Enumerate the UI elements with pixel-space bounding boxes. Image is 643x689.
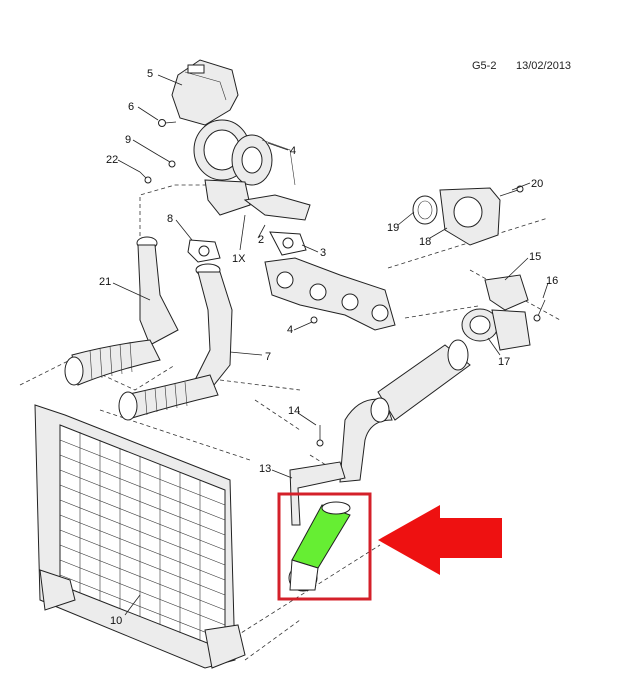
diagram-code: G5-2 (472, 60, 497, 72)
callout-18: 18 (419, 236, 431, 248)
callout-8: 8 (167, 213, 173, 225)
callout-5: 5 (147, 68, 153, 80)
charge-air-pipe (339, 339, 471, 483)
callout-labels: 5 6 9 22 4 8 2 1X 3 20 19 18 21 15 16 4 … (99, 68, 558, 627)
callout-19: 19 (387, 222, 399, 234)
callout-4b: 4 (287, 324, 293, 336)
diagram-date: 13/02/2013 (516, 60, 572, 72)
callout-22: 22 (106, 154, 118, 166)
pointer-arrow (378, 505, 502, 575)
callout-9: 9 (125, 134, 131, 146)
highlight-box (277, 492, 372, 601)
stud-bolts (139, 154, 176, 184)
bolt-part (310, 316, 318, 324)
callout-6: 6 (128, 101, 134, 113)
callout-14: 14 (288, 405, 300, 417)
gaskets (187, 231, 307, 263)
callout-15: 15 (529, 251, 541, 263)
intake-pipe-21 (64, 236, 179, 386)
callout-3: 3 (320, 247, 326, 259)
callout-10: 10 (110, 615, 122, 627)
leader-lines (112, 74, 549, 616)
bolt-part (158, 119, 177, 127)
bracket-13 (289, 425, 346, 526)
intercooler-part (34, 404, 246, 669)
callout-1x: 1X (232, 253, 246, 265)
callout-17: 17 (498, 356, 510, 368)
callout-21: 21 (99, 276, 111, 288)
exhaust-manifold-part (264, 257, 396, 331)
heat-shield-part (171, 59, 239, 126)
turbocharger-part (193, 119, 311, 221)
callout-2: 2 (258, 234, 264, 246)
callout-4a: 4 (290, 145, 296, 157)
highlighted-hose (288, 501, 351, 592)
intake-pipe-7 (118, 263, 233, 421)
callout-7: 7 (265, 351, 271, 363)
callout-16: 16 (546, 275, 558, 287)
callout-13: 13 (259, 463, 271, 475)
throttle-body-part (412, 185, 524, 246)
intake-adaptor-part (461, 274, 546, 351)
callout-20: 20 (531, 178, 543, 190)
